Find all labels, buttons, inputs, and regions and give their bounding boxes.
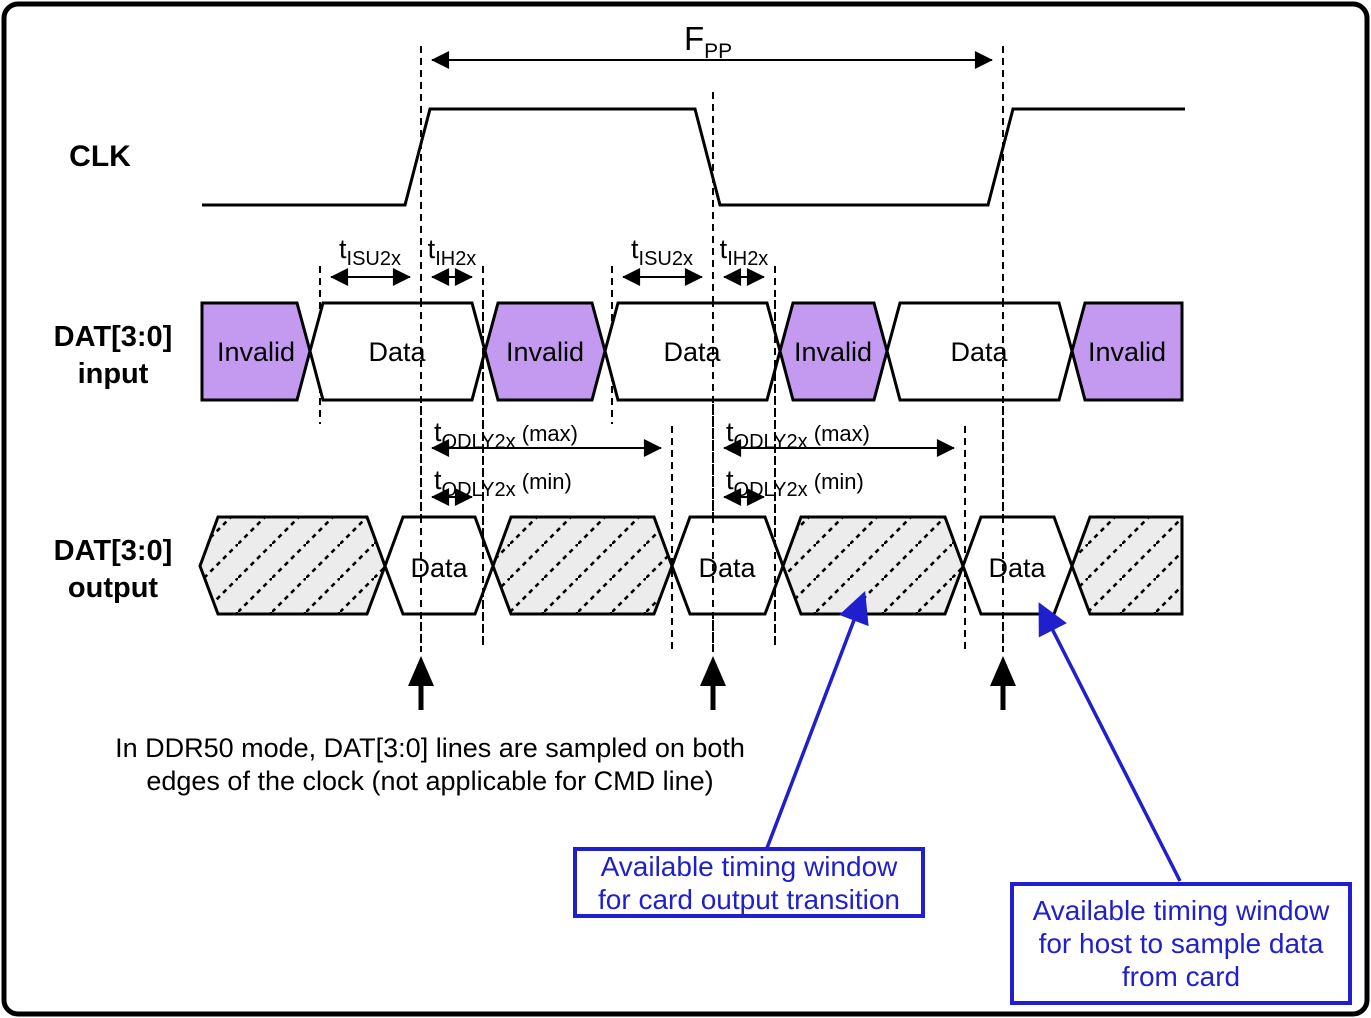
svg-text:tIH2x: tIH2x [428, 234, 477, 270]
svg-text:DAT[3:0]: DAT[3:0] [54, 321, 173, 353]
output-undefined-segment [781, 515, 965, 616]
clk-waveform [202, 107, 1185, 207]
svg-text:tODLY2x (min): tODLY2x (min) [726, 465, 864, 501]
fpp-label: FPP [684, 20, 732, 63]
svg-text:tISU2x: tISU2x [339, 234, 401, 270]
host-sample-callout-arrow [1038, 602, 1182, 882]
svg-text:Data: Data [698, 553, 756, 583]
callout-line: for card output transition [598, 883, 900, 915]
svg-text:Data: Data [368, 337, 426, 367]
svg-text:Data: Data [410, 553, 468, 583]
output-undefined-segment [491, 515, 674, 616]
callout-line: for host to sample data [1038, 928, 1324, 959]
input-invalid-segment [1070, 301, 1184, 402]
svg-text:Data: Data [950, 337, 1008, 367]
svg-text:tODLY2x (max): tODLY2x (max) [726, 417, 870, 453]
svg-text:Data: Data [663, 337, 721, 367]
svg-text:tIH2x: tIH2x [720, 234, 769, 270]
svg-text:DAT[3:0]: DAT[3:0] [54, 535, 173, 567]
svg-text:Invalid: Invalid [1088, 337, 1166, 367]
input-segment-labels: Invalid Data Invalid Data Invalid Data I… [217, 337, 1166, 367]
svg-text:input: input [78, 358, 149, 390]
svg-text:tODLY2x (min): tODLY2x (min) [434, 465, 572, 501]
svg-text:Invalid: Invalid [506, 337, 584, 367]
output-row-label: DAT[3:0] output [54, 535, 173, 604]
sampling-edge-arrows [408, 656, 1016, 710]
input-row-label: DAT[3:0] input [54, 321, 173, 390]
dashed-overlay [420, 300, 1004, 652]
callout-line: Available timing window [600, 850, 898, 882]
clk-label: CLK [69, 140, 131, 173]
svg-text:Data: Data [988, 553, 1046, 583]
svg-text:Invalid: Invalid [217, 337, 295, 367]
note-line1: In DDR50 mode, DAT[3:0] lines are sample… [115, 733, 745, 763]
setup-hold-labels: tISU2x tIH2x tISU2x tIH2x [339, 234, 768, 270]
card-output-timing-callout: Available timing window for card output … [573, 847, 925, 918]
ddr50-note: In DDR50 mode, DAT[3:0] lines are sample… [99, 732, 761, 798]
callout-line: from card [1121, 961, 1241, 992]
output-delay-labels: tODLY2x (max) tODLY2x (min) tODLY2x (max… [434, 417, 870, 501]
callout-line: Available timing window [1032, 895, 1330, 926]
output-undefined-segment [198, 515, 387, 616]
dat-output-bus [198, 515, 1184, 616]
svg-text:output: output [68, 572, 159, 604]
dat-input-bus [200, 301, 1184, 402]
output-undefined-segment [1070, 515, 1184, 616]
svg-text:Invalid: Invalid [794, 337, 872, 367]
output-delay-arrows [431, 439, 955, 506]
host-sample-timing-callout: Available timing window for host to samp… [1010, 882, 1352, 1005]
output-segment-labels: Data Data Data [410, 553, 1046, 583]
input-invalid-segment [200, 301, 312, 402]
card-output-callout-arrow [765, 591, 869, 849]
svg-text:tODLY2x (max): tODLY2x (max) [434, 417, 578, 453]
svg-text:tISU2x: tISU2x [631, 234, 693, 270]
note-line2: edges of the clock (not applicable for C… [146, 766, 714, 796]
